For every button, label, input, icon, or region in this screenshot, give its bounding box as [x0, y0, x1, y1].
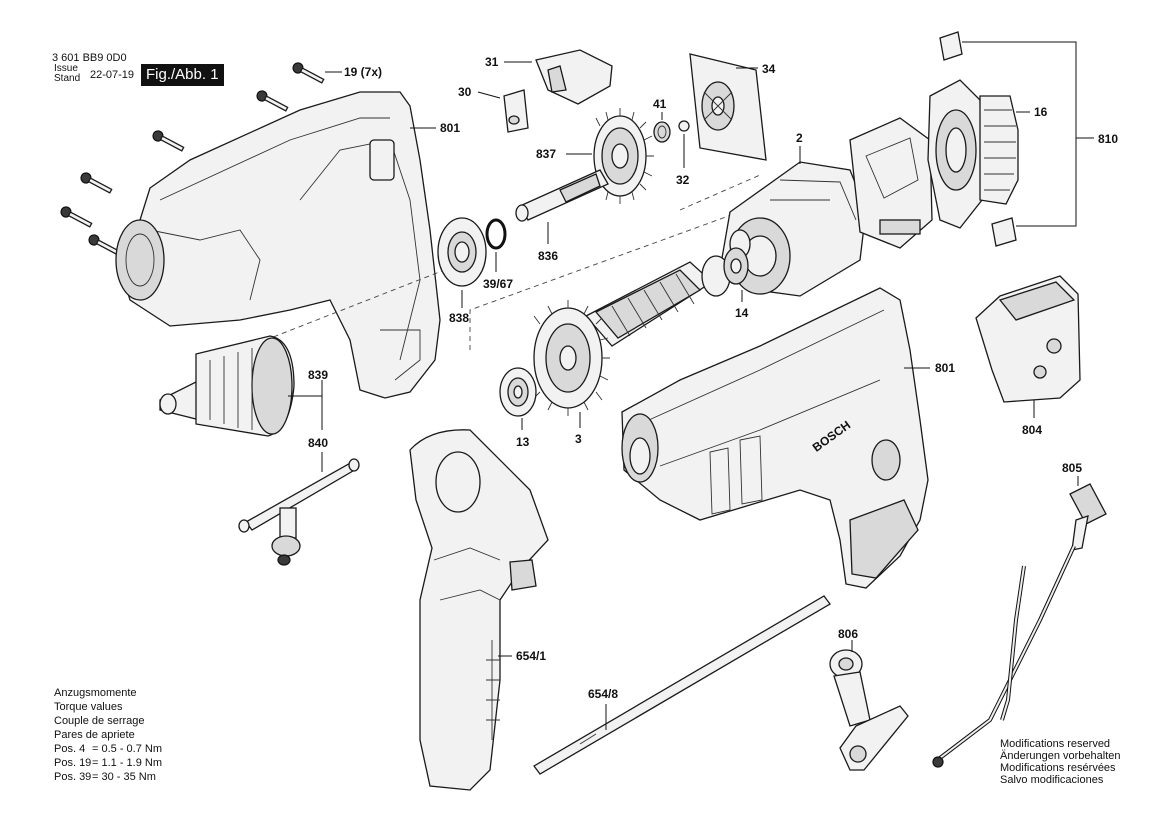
part-label-14: 14: [735, 306, 749, 320]
auxiliary-handle: [409, 429, 549, 791]
leader-bracket: [962, 41, 1077, 227]
torque-heading-de: Anzugsmomente: [54, 687, 137, 699]
modifications-de: Änderungen vorbehalten: [1000, 750, 1121, 762]
part-label-2: 2: [796, 131, 803, 145]
torque-value: = 1.1 - 1.9 Nm: [92, 757, 163, 769]
ball-32: [678, 120, 690, 132]
cover-plate-31: [535, 49, 613, 105]
torque-row: Pos. 4 = 0.5 - 0.7 Nm: [54, 742, 162, 756]
document-number: 3 601 BB9 0D0: [52, 52, 127, 64]
switch-804: [975, 275, 1081, 403]
part-label-837: 837: [536, 147, 556, 161]
screw-icon: [256, 90, 289, 112]
housing-half-right: [621, 287, 929, 589]
screw-icon: [88, 234, 121, 256]
carbon-brush-bottom: [991, 217, 1017, 247]
leader-line: [477, 91, 501, 99]
part-label-31: 31: [485, 55, 499, 69]
screw-icon: [292, 62, 325, 84]
torque-pos: Pos. 19: [54, 757, 92, 769]
shaft-836: [515, 169, 609, 222]
brush-holder: [849, 117, 933, 249]
spring-41: [653, 121, 671, 143]
torque-pos: Pos. 4: [54, 743, 86, 755]
screws-group: [60, 62, 357, 292]
part-label-41: 41: [653, 97, 667, 111]
screw-icon: [152, 130, 185, 152]
torque-pos: Pos. 39: [54, 771, 92, 783]
part-label-801-left: 801: [440, 121, 460, 135]
part-label-34: 34: [762, 62, 776, 76]
part-label-805: 805: [1062, 461, 1082, 475]
part-label-840: 840: [308, 436, 328, 450]
part-label-13: 13: [516, 435, 530, 449]
part-label-19: 19 (7x): [344, 65, 382, 79]
part-label-30: 30: [458, 85, 472, 99]
housing-half-left: [115, 91, 441, 399]
carbon-brush-top: [939, 31, 963, 61]
torque-row: Pos. 19= 1.1 - 1.9 Nm: [54, 756, 162, 770]
assembly-axis: [679, 174, 761, 211]
screw-icon: [80, 172, 113, 194]
part-label-804: 804: [1022, 423, 1042, 437]
torque-heading-en: Torque values: [54, 701, 123, 713]
part-label-839: 839: [308, 368, 328, 382]
part-label-806: 806: [838, 627, 858, 641]
issue-date: 22-07-19: [90, 69, 135, 81]
modifications-fr: Modifications resérvées: [1000, 762, 1116, 774]
retaining-ring: [485, 218, 507, 250]
part-label-836-visible: 836: [538, 249, 558, 263]
power-cord-805: [932, 483, 1107, 768]
torque-value: = 0.5 - 0.7 Nm: [92, 743, 163, 755]
brush-clamp-16: [927, 79, 1019, 229]
drill-chuck: [159, 335, 295, 437]
issue-label-de: Stand: [54, 73, 81, 84]
depth-rod: [533, 595, 831, 775]
issue-label: Issue Stand: [54, 64, 80, 84]
assembly-axis: [469, 189, 801, 350]
torque-heading-fr: Couple de serrage: [54, 715, 145, 727]
leader-line: [288, 380, 323, 430]
figure-label: Fig./Abb. 1: [141, 64, 224, 86]
part-label-32: 32: [676, 173, 690, 187]
gear-837: [593, 108, 654, 204]
part-label-810: 810: [1098, 132, 1118, 146]
part-label-801-right: 801: [935, 361, 955, 375]
issue-label-en: Issue: [54, 63, 78, 74]
armature-3: [533, 247, 749, 416]
part-label-16: 16: [1034, 105, 1048, 119]
wrench-806: [829, 649, 909, 771]
part-label-3: 3: [575, 432, 582, 446]
modifications-es: Salvo modificaciones: [1000, 774, 1104, 786]
part-label-39-67: 39/67: [483, 277, 513, 291]
bearing-13: [499, 367, 537, 417]
screw-icon: [60, 206, 93, 228]
torque-row: Pos. 39= 30 - 35 Nm: [54, 770, 162, 784]
bearing-plate-34: [689, 53, 767, 161]
torque-heading-es: Pares de apriete: [54, 729, 135, 741]
part-label-838: 838: [449, 311, 469, 325]
modifications-notice: Modifications reserved Änderungen vorbeh…: [1000, 738, 1120, 786]
torque-values-block: Anzugsmomente Torque values Couple de se…: [54, 686, 162, 784]
clip-30: [503, 89, 529, 133]
part-label-654-8: 654/8: [588, 687, 618, 701]
bearing-838: [437, 217, 487, 287]
modifications-en: Modifications reserved: [1000, 738, 1111, 750]
part-label-654-1: 654/1: [516, 649, 546, 663]
chuck-key: [238, 458, 360, 566]
torque-value: = 30 - 35 Nm: [92, 771, 156, 783]
